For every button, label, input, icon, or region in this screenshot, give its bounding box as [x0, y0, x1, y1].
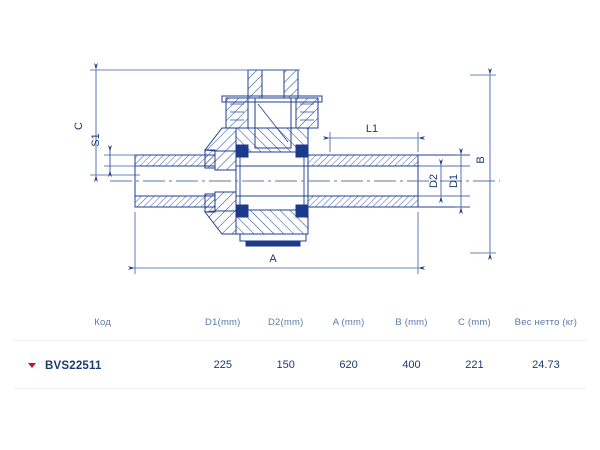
table-body: BVS22511 225 150 620 400 221 24.73	[14, 340, 586, 389]
product-code-label: BVS22511	[45, 359, 102, 372]
dim-label-D1: D1	[448, 174, 460, 188]
technical-drawing: C S1 A L1 D2 D1 B	[73, 62, 500, 274]
dimension-labels: C S1 A L1 D2 D1 B	[73, 122, 487, 265]
dim-label-C: C	[73, 122, 85, 130]
expand-row-triangle-icon[interactable]	[28, 363, 36, 368]
column-header-c[interactable]: C (mm)	[442, 300, 506, 341]
cell-b: 400	[380, 340, 443, 389]
valve-cross-section-svg: C S1 A L1 D2 D1 B	[73, 62, 500, 274]
bonnet-packing	[221, 95, 323, 129]
column-header-code[interactable]: Код	[14, 300, 192, 341]
dimension-lines	[90, 62, 496, 274]
dim-label-L1: L1	[366, 123, 378, 135]
dim-label-D2: D2	[428, 174, 440, 188]
cell-d2: 150	[254, 340, 318, 389]
bottom-cover	[239, 233, 307, 247]
code-cell-content: BVS22511	[18, 360, 102, 372]
left-pipe-lower-wall	[134, 195, 216, 208]
cell-a: 620	[317, 340, 381, 389]
left-pipe-upper-wall	[134, 154, 216, 167]
column-header-a[interactable]: A (mm)	[317, 300, 381, 341]
table-header: Код D1(mm) D2(mm) A (mm) B (mm) C (mm) В…	[14, 300, 586, 341]
cell-c: 221	[442, 340, 506, 389]
cell-weight: 24.73	[505, 340, 586, 389]
specification-table: Код D1(mm) D2(mm) A (mm) B (mm) C (mm) В…	[0, 300, 600, 389]
dim-label-S1: S1	[90, 133, 102, 146]
dim-label-A: A	[269, 253, 277, 265]
dim-label-B: B	[475, 156, 487, 163]
seal-gaskets	[235, 144, 309, 218]
valve-body-geometry	[110, 69, 500, 247]
cell-code: BVS22511	[14, 340, 192, 389]
table-header-row: Код D1(mm) D2(mm) A (mm) B (mm) C (mm) В…	[14, 300, 586, 341]
column-header-d2[interactable]: D2(mm)	[254, 300, 318, 341]
column-header-b[interactable]: B (mm)	[380, 300, 443, 341]
column-header-d1[interactable]: D1(mm)	[191, 300, 255, 341]
table-row[interactable]: BVS22511 225 150 620 400 221 24.73	[14, 340, 586, 389]
cell-d1: 225	[191, 340, 255, 389]
column-header-weight[interactable]: Вес нетто (кг)	[505, 300, 586, 341]
spec-table-element: Код D1(mm) D2(mm) A (mm) B (mm) C (mm) В…	[14, 300, 586, 389]
